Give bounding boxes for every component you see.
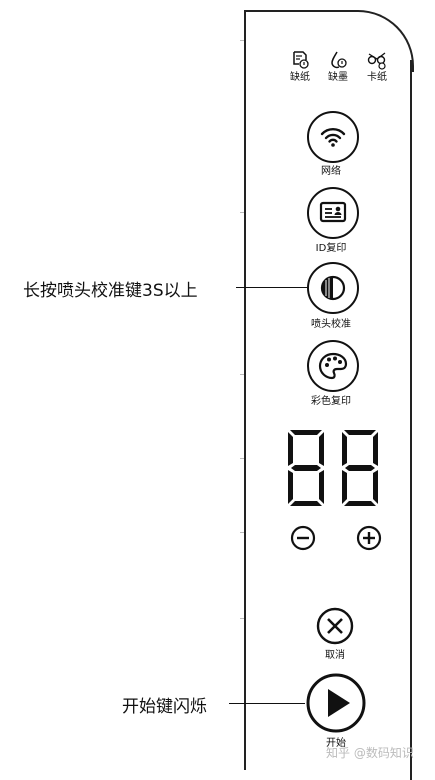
panel-right-edge [410,60,412,780]
id-copy-button[interactable] [307,187,359,239]
edge-tick [240,618,244,619]
wifi-icon [320,128,346,147]
color-copy-label: 彩色复印 [311,396,351,407]
start-callout-leader [229,703,305,704]
network-button[interactable] [307,111,359,163]
plus-button[interactable] [355,524,383,552]
digit-2 [342,430,378,506]
paper-jam-icon [367,52,386,70]
edge-tick [240,374,244,375]
color-copy-button[interactable] [307,340,359,392]
start-callout-text: 开始键闪烁 [122,697,207,717]
nozzle-callout-leader [236,287,308,288]
id-card-icon [319,201,347,223]
palette-icon [318,352,348,380]
paper-out-label: 缺纸 [290,72,310,83]
panel-left-edge [244,10,246,770]
ink-out-icon [331,51,347,69]
network-label: 网络 [321,166,341,177]
cancel-button[interactable] [315,606,355,646]
edge-tick [240,532,244,533]
cancel-label: 取消 [325,650,345,661]
half-circle-icon [320,275,346,301]
play-icon [328,689,350,717]
paper-jam-label: 卡纸 [367,72,387,83]
edge-tick [240,40,244,41]
copy-count-display [288,430,378,506]
edge-tick [240,458,244,459]
start-button[interactable] [304,671,368,735]
nozzle-callout-text: 长按喷头校准键3S以上 [23,281,198,301]
minus-button[interactable] [289,524,317,552]
watermark: 知乎 @数码知识 [326,746,414,760]
ink-out-label: 缺墨 [328,72,348,83]
nozzle-calibration-label: 喷头校准 [311,319,351,330]
nozzle-calibration-button[interactable] [307,262,359,314]
paper-out-icon [293,51,309,69]
status-indicators: 缺纸 缺墨 卡纸 [288,50,398,90]
edge-tick [240,212,244,213]
digit-1 [288,430,324,506]
start-label: 开始 [326,738,346,749]
id-copy-label: ID复印 [315,243,347,254]
